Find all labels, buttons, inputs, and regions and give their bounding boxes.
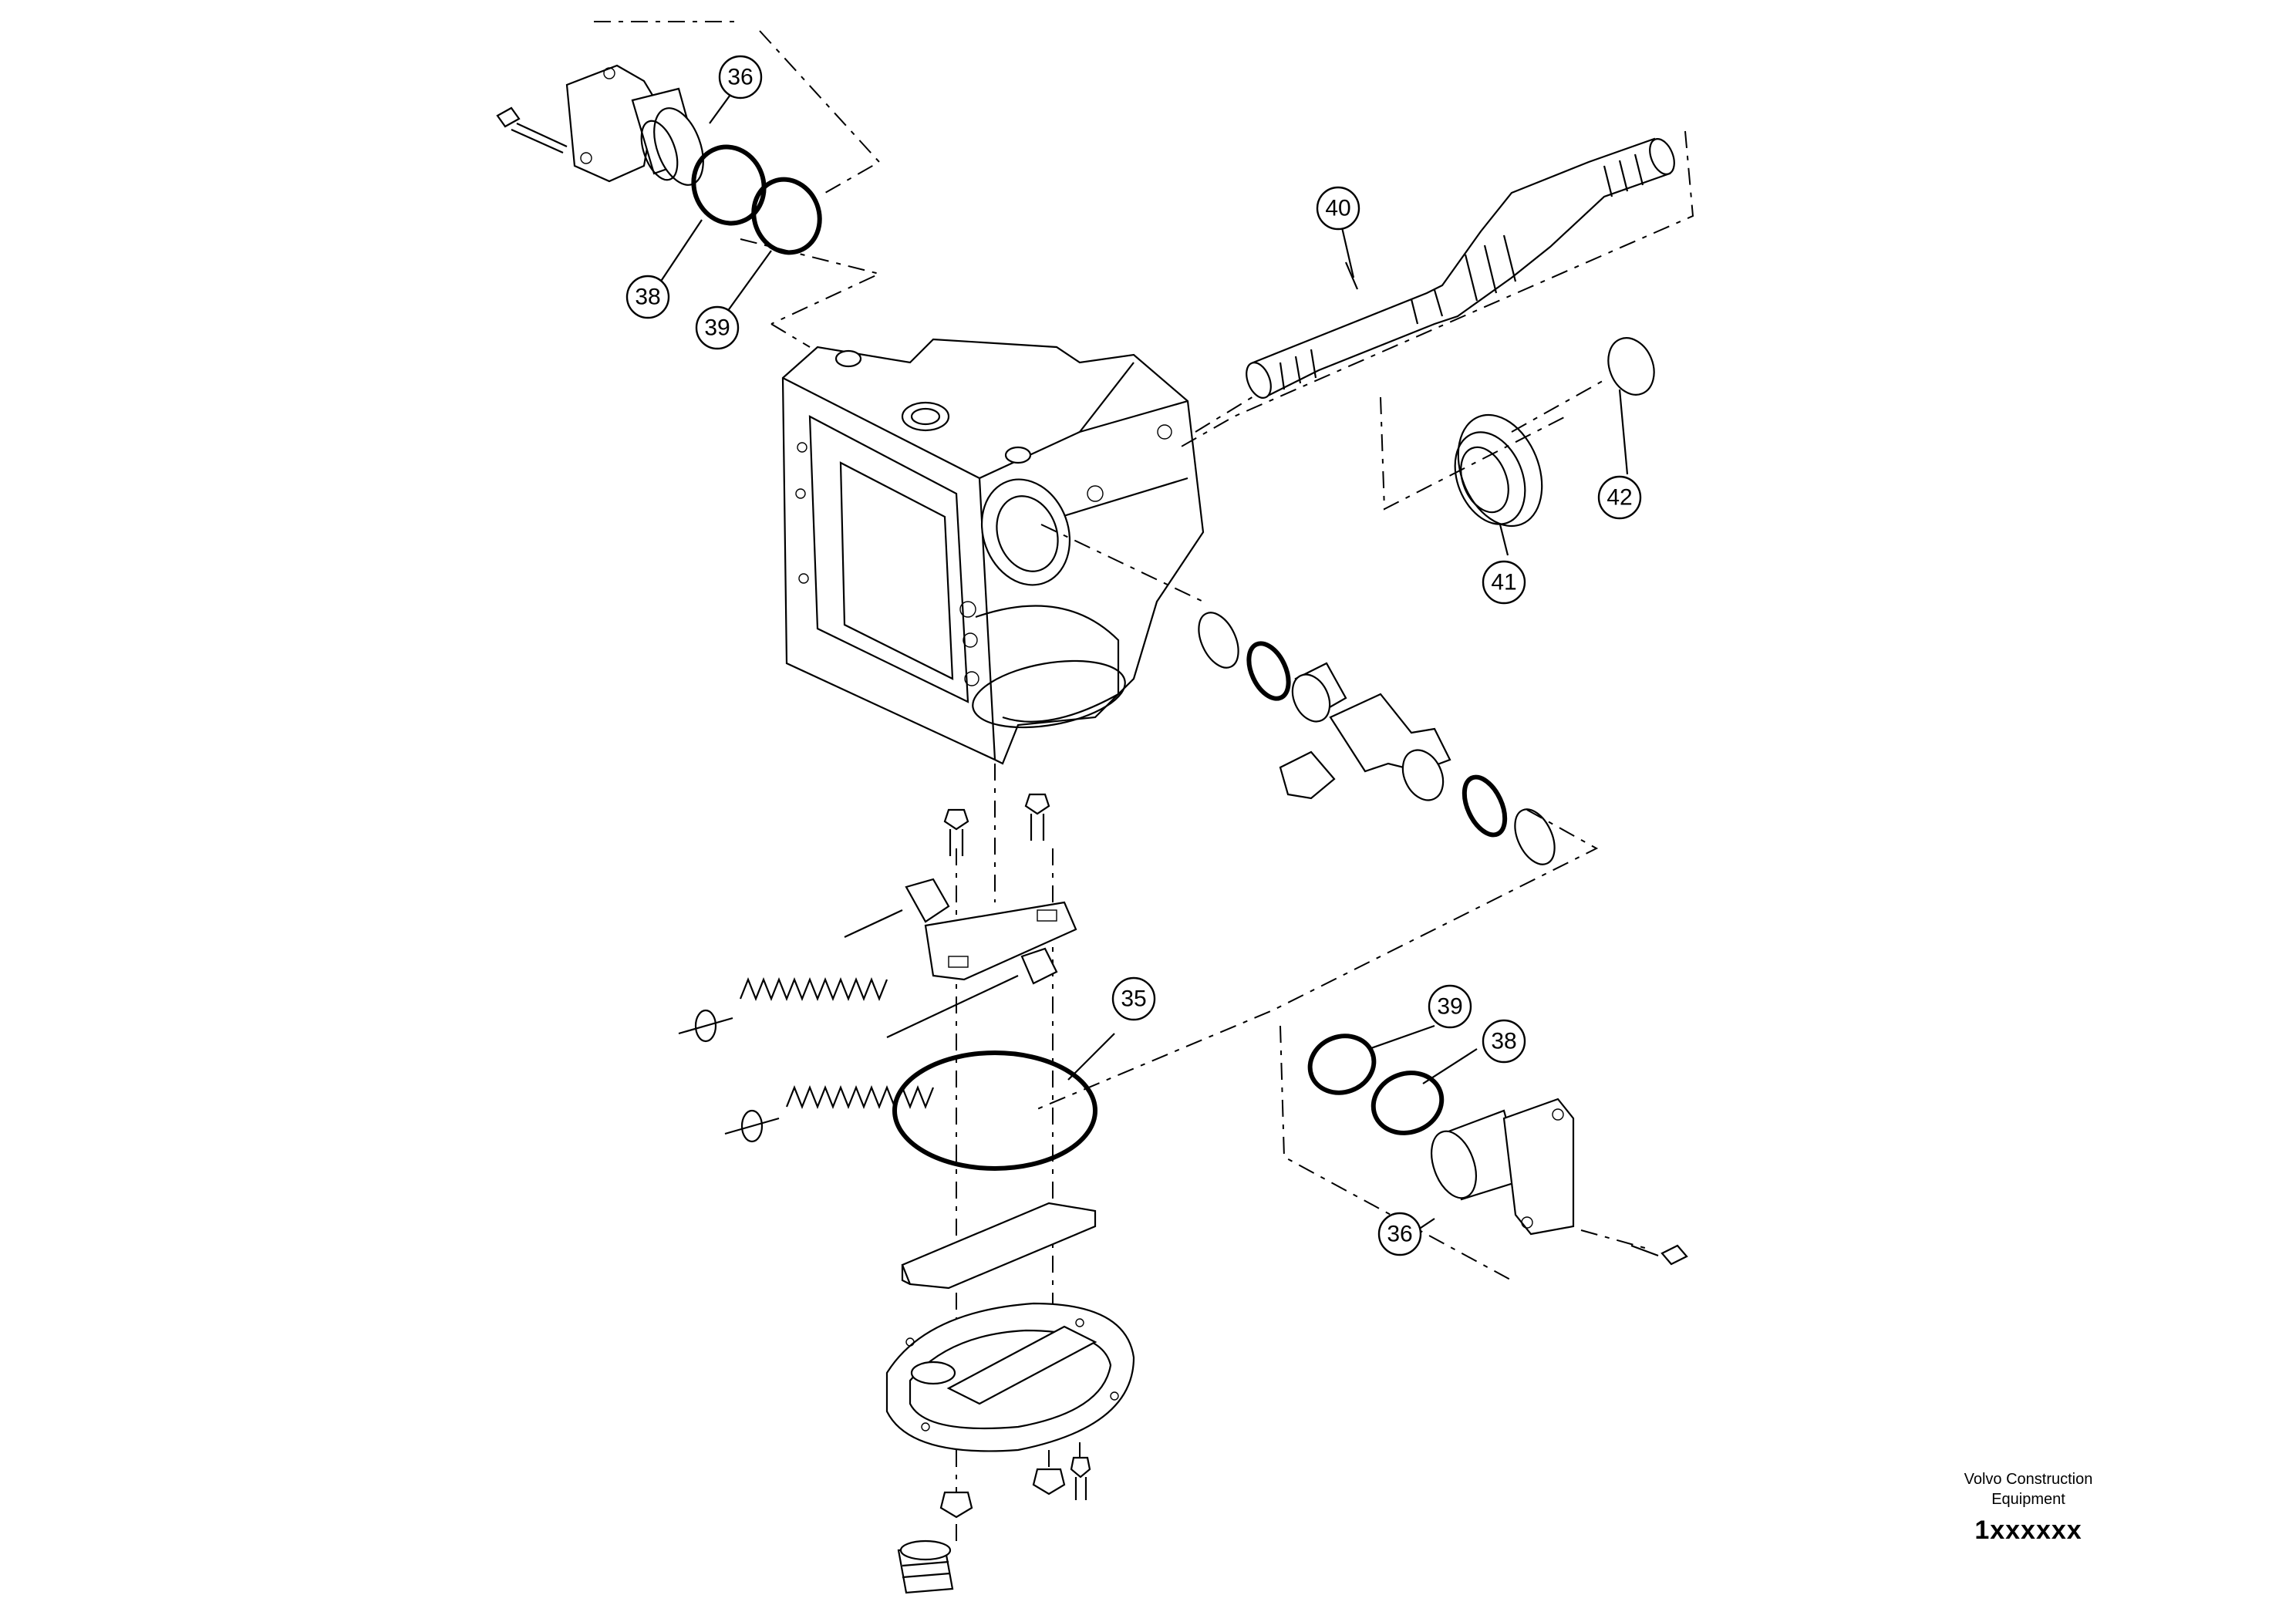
callout-label: 38 — [635, 285, 660, 310]
company-line-2: Equipment — [1991, 1491, 2065, 1508]
callout-label: 42 — [1607, 485, 1632, 511]
callout-label: 39 — [704, 315, 730, 341]
base-assembly — [885, 1202, 1135, 1594]
callout-label: 38 — [1491, 1029, 1516, 1054]
callout-38-top: 38 — [625, 275, 670, 319]
callout-label: 41 — [1491, 570, 1516, 595]
main-housing — [781, 338, 1205, 765]
spool-assembly — [1033, 524, 1599, 1111]
callout-label: 39 — [1437, 994, 1462, 1020]
callout-label: 40 — [1325, 196, 1350, 221]
callout-39-bottom: 39 — [1428, 984, 1472, 1029]
callout-36-top: 36 — [718, 55, 763, 99]
callout-label: 36 — [1387, 1222, 1412, 1247]
company-credit: Volvo Construction Equipment — [1913, 1469, 2144, 1509]
callout-41: 41 — [1482, 560, 1526, 605]
company-line-1: Volvo Construction — [1964, 1471, 2093, 1488]
lower-right-cap-assembly — [1279, 1024, 1688, 1281]
callout-40: 40 — [1316, 186, 1360, 231]
callout-label: 36 — [727, 65, 753, 90]
callout-36-bottom: 36 — [1377, 1212, 1422, 1256]
linkage-assembly — [678, 764, 1077, 1388]
callout-label: 35 — [1121, 986, 1146, 1012]
top-left-cap-assembly — [496, 21, 882, 348]
callout-42: 42 — [1597, 475, 1642, 520]
shaft-assembly — [1179, 130, 1694, 556]
callout-38-bottom: 38 — [1482, 1019, 1526, 1064]
o-ring-35 — [892, 1033, 1115, 1171]
callout-39-top: 39 — [695, 305, 740, 350]
drawing-number: 1xxxxxx — [1974, 1516, 2082, 1545]
callout-35: 35 — [1111, 976, 1156, 1021]
